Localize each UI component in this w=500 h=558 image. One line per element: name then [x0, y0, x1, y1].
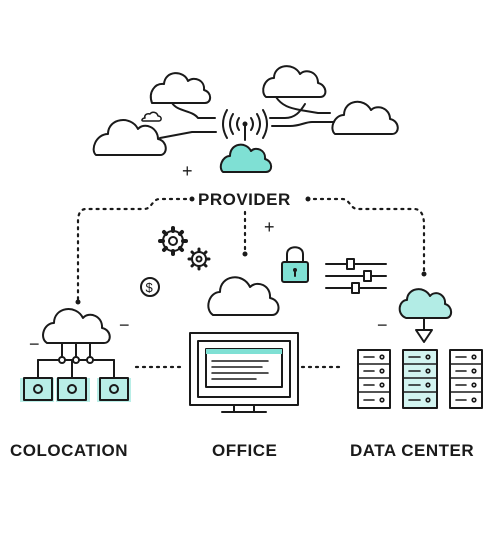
office-label: OFFICE — [212, 441, 278, 460]
small-cloud-icon — [141, 111, 162, 122]
dollar-sign: $ — [146, 280, 154, 295]
server-rack-icon — [402, 349, 438, 409]
dotted-connectors — [76, 197, 426, 369]
cloud-icon — [262, 65, 327, 98]
office-monitor-icon — [189, 332, 299, 413]
minus-sign: − — [119, 315, 130, 335]
connector-end-dots — [75, 196, 427, 305]
server-node-icon — [56, 377, 90, 402]
cloud-connectors — [159, 96, 335, 139]
sliders-icon — [325, 258, 387, 294]
server-node-icon — [97, 377, 131, 402]
padlock-icon — [281, 246, 309, 283]
cloud-icon — [92, 119, 167, 156]
plus-sign: + — [264, 217, 275, 237]
provider-label: PROVIDER — [198, 190, 291, 209]
gears-icon — [158, 226, 211, 271]
cloud-icon — [149, 72, 212, 104]
colocation-network-icon — [37, 308, 115, 379]
server-rack-icon — [449, 349, 483, 409]
cloud-icon — [331, 100, 399, 135]
server-rack-icon — [357, 349, 391, 409]
minus-sign: − — [29, 334, 40, 354]
server-node-icon — [20, 377, 54, 402]
plus-sign: + — [182, 161, 193, 181]
provider-cloud-icon — [219, 143, 273, 173]
cloud-icon — [207, 276, 280, 316]
download-cloud-icon — [398, 288, 453, 343]
minus-sign: − — [377, 315, 388, 335]
colocation-label: COLOCATION — [10, 441, 129, 460]
data-center-label: DATA CENTER — [350, 441, 475, 460]
dollar-icon: $ — [140, 277, 160, 297]
wifi-antenna-icon — [222, 109, 268, 141]
